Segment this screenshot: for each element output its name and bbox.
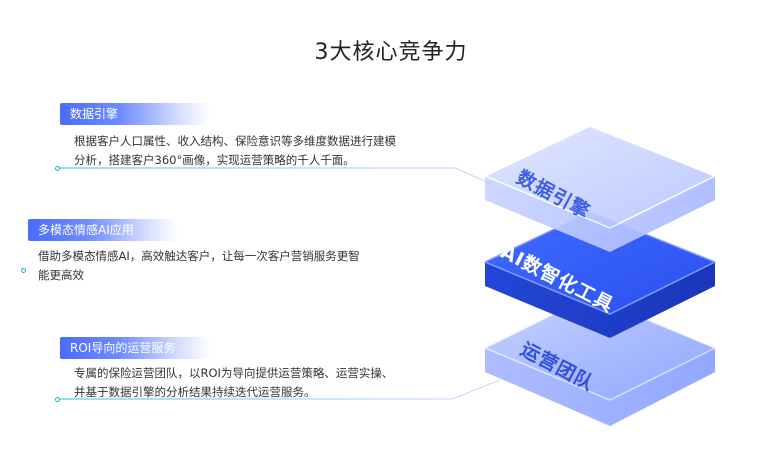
connector-dot — [55, 396, 60, 402]
desc-data-engine: 根据客户人口属性、收入结构、保险意识等多维度数据进行建模 分析，搭建客户360°… — [74, 132, 396, 170]
stack-svg — [484, 125, 716, 426]
desc-line: 根据客户人口属性、收入结构、保险意识等多维度数据进行建模 — [74, 134, 396, 148]
desc-line: 专属的保险运营团队，以ROI为导向提供运营策略、运营实操、 — [74, 366, 394, 380]
connector-dot — [55, 165, 60, 171]
desc-roi-service: 专属的保险运营团队，以ROI为导向提供运营策略、运营实操、 并基于数据引擎的分析… — [74, 364, 393, 402]
core-stack-illustration: 数据引擎 AI数智化工具 运营团队 — [470, 100, 730, 440]
tag-roi-service: ROI导向的运营服务 — [60, 337, 210, 359]
desc-line: 并基于数据引擎的分析结果持续迭代运营服务。 — [74, 385, 316, 399]
desc-line: 借助多模态情感AI，高效触达客户，让每一次客户营销服务更智 — [38, 249, 360, 263]
desc-line: 分析，搭建客户360°画像，实现运营策略的千人千面。 — [74, 153, 355, 167]
slab-top — [484, 125, 716, 252]
connector-line-1 — [58, 167, 506, 191]
page-title: 3大核心竞争力 — [314, 40, 468, 65]
desc-line: 能更高效 — [38, 268, 84, 282]
tag-data-engine: 数据引擎 — [60, 103, 210, 125]
connector-dot — [21, 267, 26, 273]
connector-line-3 — [58, 379, 501, 400]
desc-emotion-ai: 借助多模态情感AI，高效触达客户，让每一次客户营销服务更智 能更高效 — [38, 247, 360, 285]
tag-emotion-ai: 多模态情感AI应用 — [28, 219, 178, 241]
